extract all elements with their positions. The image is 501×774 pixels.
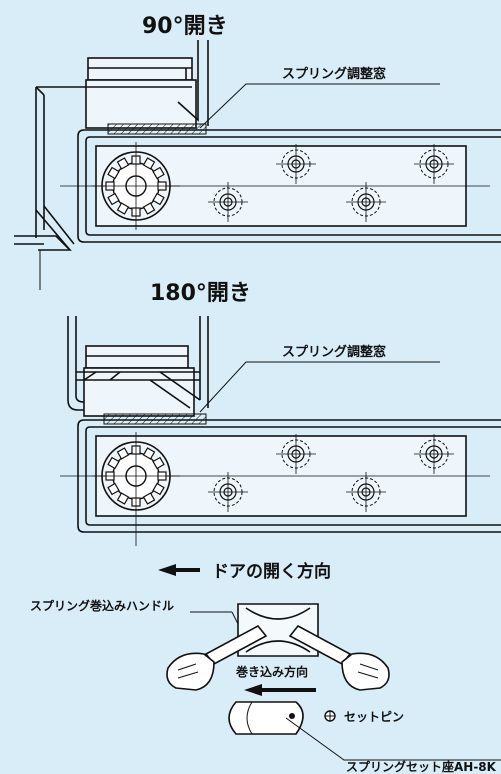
door-180-section [67,316,209,417]
heading-180-open: 180°開き [150,281,251,306]
door-direction-arrow [158,564,200,576]
callout-leader-1 [199,83,440,129]
winding-handle-label: スプリング巻込みハンドル [30,598,174,613]
callout-spring-window-2: スプリング調整窓 [282,344,386,360]
seat-label-leader [285,717,501,761]
heading-90-open: 90°開き [142,14,228,39]
winding-mechanism [166,603,390,691]
door-direction-label: ドアの開く方向 [212,561,331,582]
winding-direction-label: 巻き込み方向 [235,664,308,679]
set-pin-label: セットピン [344,710,404,724]
door-90-section [14,40,209,290]
set-pin-icon [324,710,336,722]
winding-direction-arrow [244,684,316,696]
callout-spring-window-1: スプリング調整窓 [282,66,386,82]
spring-seat-label: スプリングセット座AH-8K [346,759,497,774]
spring-window-hatch [107,123,207,135]
callout-leader-2 [199,361,440,413]
spring-window-hatch-2 [103,413,207,425]
spring-set-seat [228,701,304,735]
